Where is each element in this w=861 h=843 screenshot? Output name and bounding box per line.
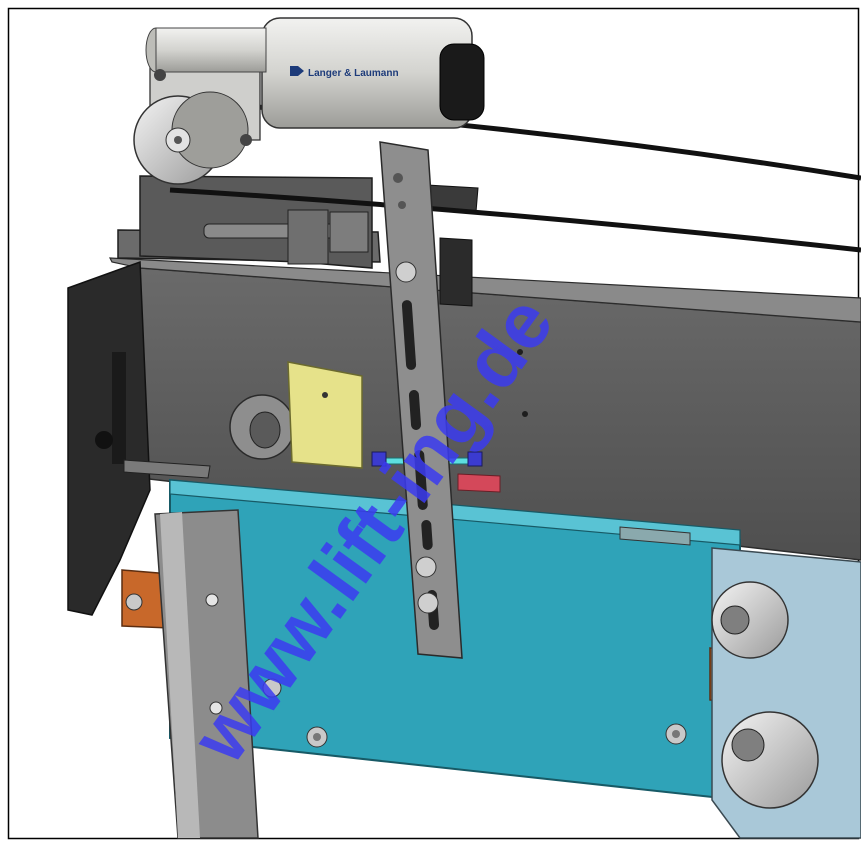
- yellow-bracket: [287, 361, 363, 469]
- roller-lower: [721, 711, 819, 809]
- left-bracket: [112, 352, 126, 464]
- motor-end-cap: [439, 43, 485, 121]
- roller-upper: [711, 581, 789, 659]
- spindle-nut: [329, 211, 369, 253]
- strap-bolt: [415, 556, 437, 578]
- sensor-block-red: [457, 473, 501, 493]
- door-panel-top-edge: [169, 479, 741, 546]
- rear-dark-plate: [439, 237, 473, 307]
- motor-logo-icon: [290, 66, 304, 76]
- left-foot-plate: [123, 459, 211, 479]
- panel-clip: [619, 526, 691, 546]
- drive-belt-lower: [169, 187, 861, 253]
- left-knob: [95, 431, 113, 449]
- strap-bolt: [417, 592, 439, 614]
- spindle-block: [287, 209, 329, 265]
- strap-bolt: [395, 261, 417, 283]
- bolt: [262, 678, 282, 698]
- motor-brand-label: Langer & Laumann: [308, 68, 399, 79]
- header-frame-top-lip: [109, 257, 861, 323]
